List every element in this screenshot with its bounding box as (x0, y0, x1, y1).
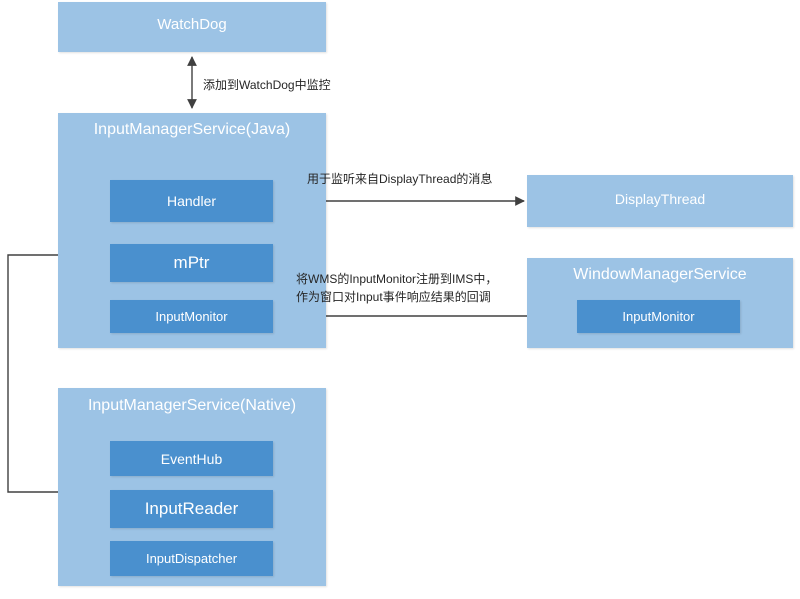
node-watchdog-label: WatchDog (157, 16, 227, 33)
node-handler[interactable]: Handler (110, 180, 273, 222)
node-input-reader[interactable]: InputReader (110, 490, 273, 528)
node-display-thread[interactable]: DisplayThread (527, 175, 793, 227)
node-input-dispatcher[interactable]: InputDispatcher (110, 541, 273, 576)
node-watchdog[interactable]: WatchDog (58, 2, 326, 52)
node-input-reader-label: InputReader (144, 499, 239, 518)
node-mptr-label: mPtr (173, 253, 210, 272)
edge-label-handler-to-display-thread: 用于监听来自DisplayThread的消息 (307, 172, 493, 186)
node-ims-native[interactable]: InputManagerService(Native) (58, 388, 326, 586)
node-eventhub[interactable]: EventHub (110, 441, 273, 476)
edge-label-watchdog-to-ims-java: 添加到WatchDog中监控 (203, 78, 331, 92)
node-ims-java-input-monitor-label: InputMonitor (155, 309, 228, 324)
node-wms-label: WindowManagerService (573, 266, 747, 283)
node-input-dispatcher-label: InputDispatcher (145, 551, 238, 566)
node-ims-java-input-monitor[interactable]: InputMonitor (110, 300, 273, 333)
node-wms-input-monitor[interactable]: InputMonitor (577, 300, 740, 333)
node-mptr[interactable]: mPtr (110, 244, 273, 282)
edge-label-wms-to-ims-input-monitor-line1: 将WMS的InputMonitor注册到IMS中， (296, 272, 498, 286)
node-ims-java-label: InputManagerService(Java) (93, 121, 291, 138)
node-eventhub-label: EventHub (160, 450, 223, 467)
node-wms-input-monitor-label: InputMonitor (622, 309, 695, 324)
edge-label-wms-to-ims-input-monitor-line2: 作为窗口对Input事件响应结果的回调 (296, 290, 491, 304)
node-handler-label: Handler (166, 193, 217, 209)
node-display-thread-label: DisplayThread (614, 191, 706, 207)
node-ims-native-label: InputManagerService(Native) (87, 397, 297, 414)
